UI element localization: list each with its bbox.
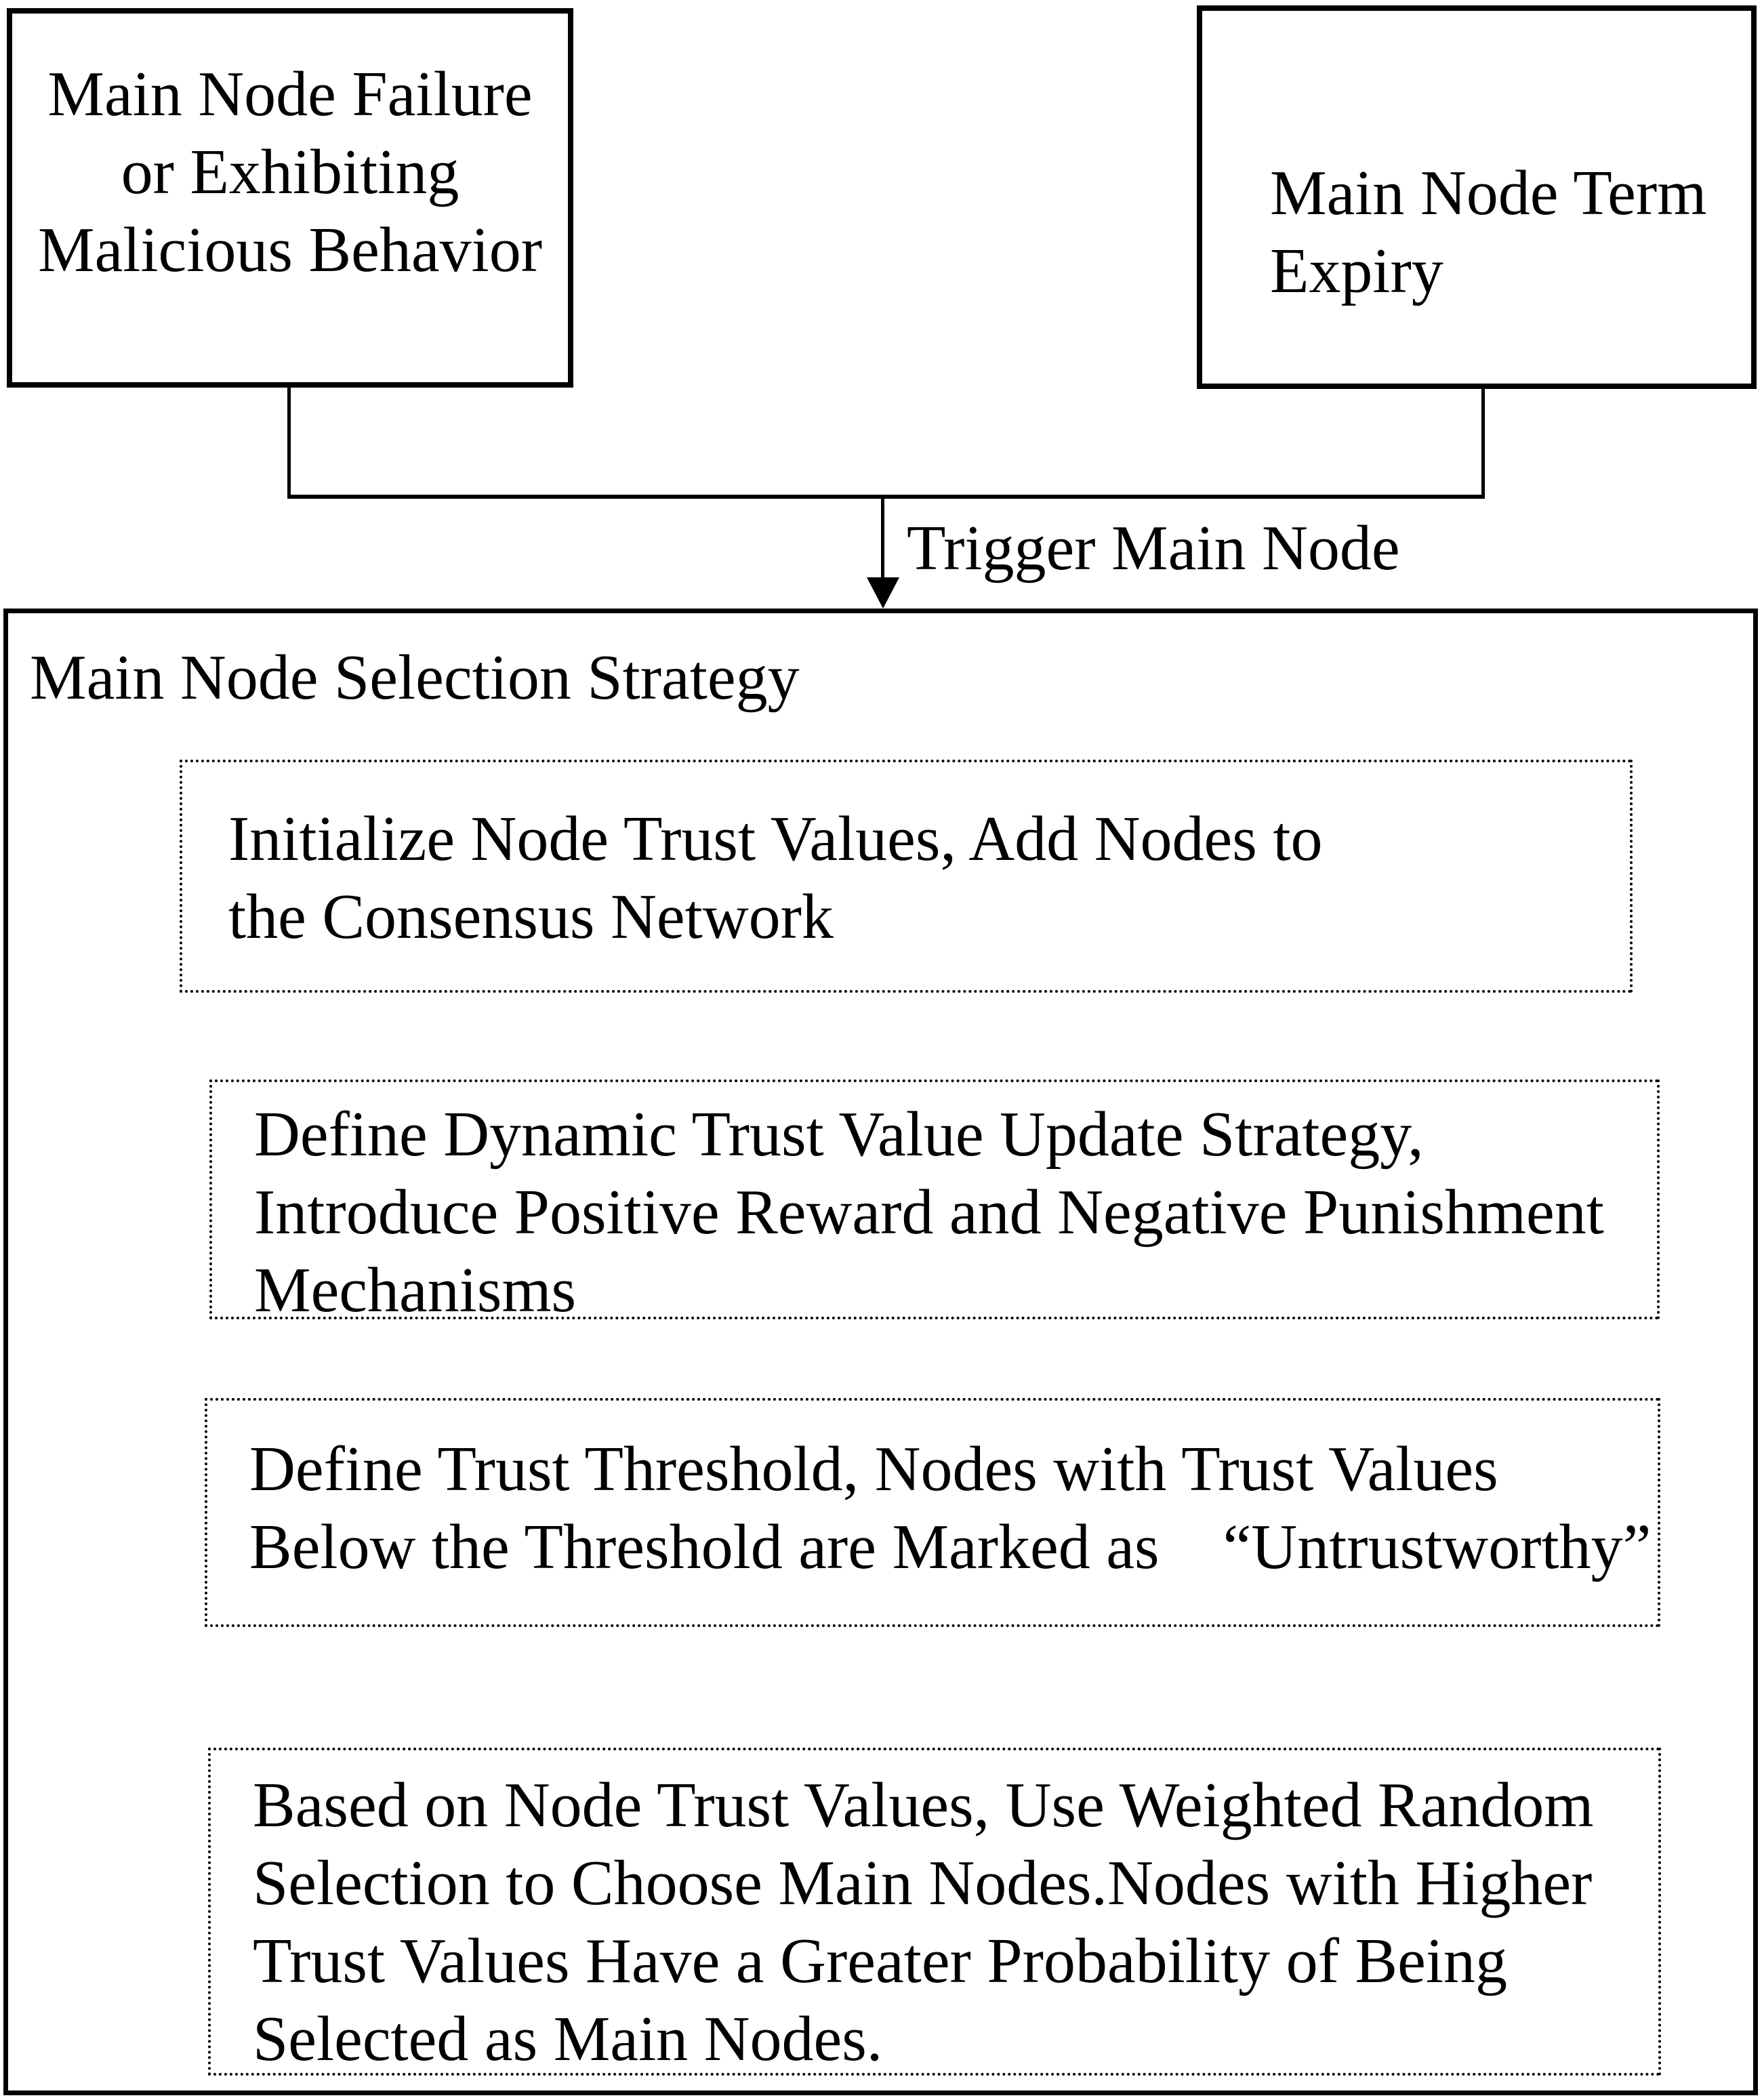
selection-strategy-box: Main Node Selection Strategy Initialize … <box>3 609 1758 2095</box>
step-text-line: Define Dynamic Trust Value Update Strate… <box>254 1099 1424 1170</box>
selection-strategy-title: Main Node Selection Strategy <box>30 642 800 713</box>
trigger-arrow-stem <box>881 499 884 583</box>
step-text-line: Mechanisms <box>254 1255 577 1325</box>
box-text-line: or Exhibiting <box>121 137 459 207</box>
connector-horizontal-line <box>287 495 1485 499</box>
step-text-line: Initialize Node Trust Values, Add Nodes … <box>228 804 1323 874</box>
strategy-step-initialize: Initialize Node Trust Values, Add Nodes … <box>180 760 1633 993</box>
step-text-line: Selected as Main Nodes. <box>253 2004 883 2074</box>
connector-left-vertical-line <box>287 386 291 498</box>
box-text-line: Malicious Behavior <box>37 215 542 285</box>
step-text-line: Define Trust Threshold, Nodes with Trust… <box>249 1434 1498 1504</box>
trigger-arrow-label: Trigger Main Node <box>907 513 1400 583</box>
box-text-line: Main Node Failure <box>47 59 533 129</box>
box-text-line: Main Node Term <box>1270 158 1707 228</box>
strategy-step-weighted-selection: Based on Node Trust Values, Use Weighted… <box>208 1748 1661 2076</box>
arrow-down-icon <box>867 577 899 609</box>
main-node-failure-box: Main Node Failure or Exhibiting Maliciou… <box>7 8 573 388</box>
step-text-line: Introduce Positive Reward and Negative P… <box>254 1177 1604 1248</box>
step-text-line: Trust Values Have a Greater Probability … <box>253 1926 1507 1996</box>
strategy-step-update: Define Dynamic Trust Value Update Strate… <box>209 1079 1660 1325</box>
strategy-step-threshold: Define Trust Threshold, Nodes with Trust… <box>205 1398 1660 1627</box>
connector-right-vertical-line <box>1481 388 1485 498</box>
step-text-line: Below the Threshold are Marked as “Untru… <box>249 1512 1652 1582</box>
step-text-line: Selection to Choose Main Nodes.Nodes wit… <box>253 1848 1593 1918</box>
step-text-line: the Consensus Network <box>228 882 834 952</box>
step-text-line: Based on Node Trust Values, Use Weighted… <box>253 1770 1594 1840</box>
main-node-term-expiry-box: Main Node Term Expiry <box>1197 5 1757 389</box>
box-text-line: Expiry <box>1270 236 1443 306</box>
